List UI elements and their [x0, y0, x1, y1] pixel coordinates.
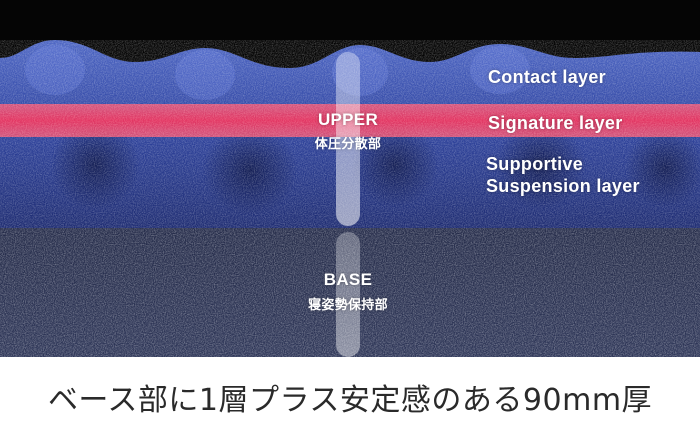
divider-stripe-base	[336, 232, 360, 357]
supportive-layer-label-line2: Suspension layer	[486, 176, 640, 196]
caption: ベース部に1層プラス安定感のある90mm厚	[47, 382, 653, 418]
signature-layer-label: Signature layer	[488, 113, 623, 133]
mattress-cross-section: Contact layer Signature layer Supportive…	[0, 0, 700, 357]
contact-layer-label: Contact layer	[488, 67, 606, 87]
divider-stripe-upper	[336, 52, 360, 226]
supportive-layer-label-line1: Supportive	[486, 154, 584, 174]
base-zone-title: BASE	[323, 270, 373, 289]
upper-zone-subtitle: 体圧分散部	[314, 137, 382, 152]
base-zone-subtitle: 寝姿勢保持部	[308, 298, 388, 313]
upper-zone-title: UPPER	[317, 110, 379, 129]
